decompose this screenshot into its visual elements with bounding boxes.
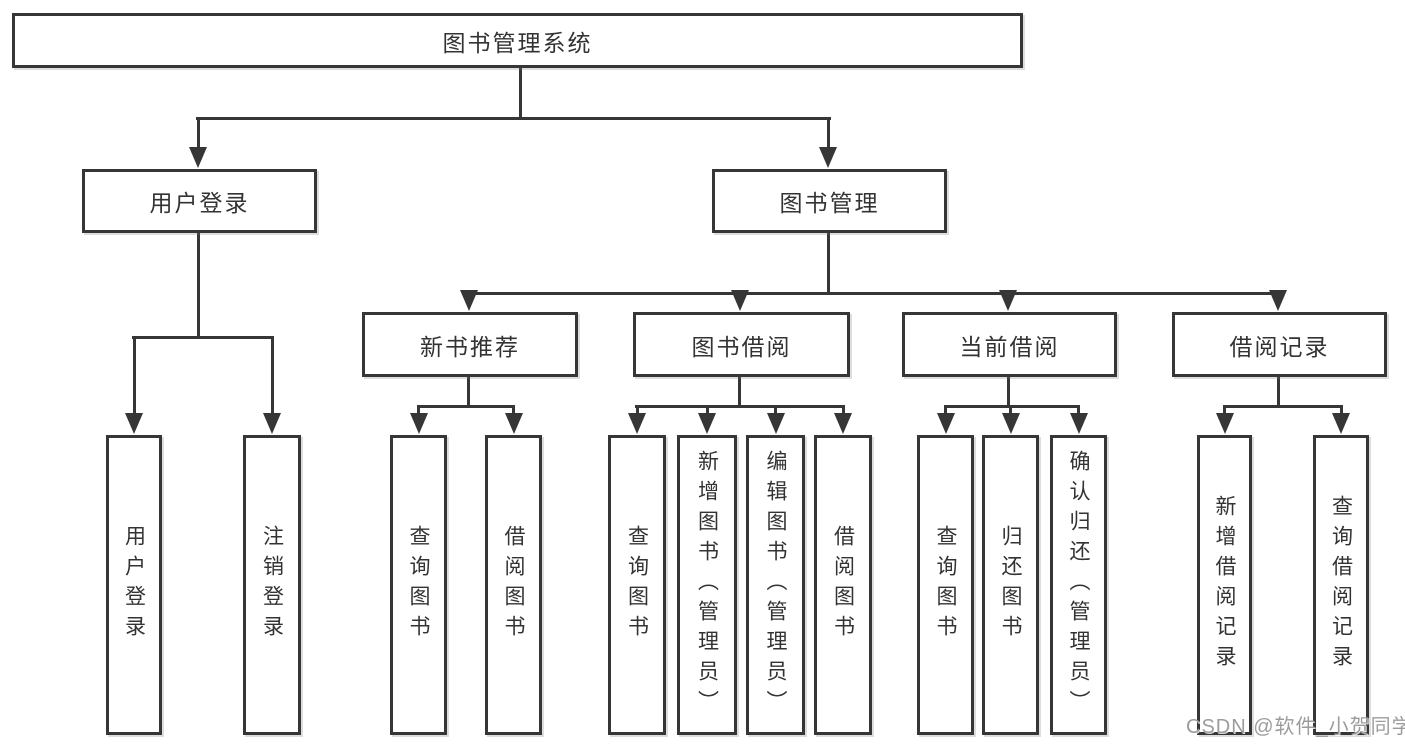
arrowhead-icon — [504, 413, 523, 434]
connector-line — [1007, 374, 1010, 408]
connector-line — [827, 232, 830, 295]
arrowhead-icon — [1332, 413, 1350, 434]
arrowhead-icon — [1269, 290, 1287, 311]
connector-line — [270, 336, 274, 418]
watermark: CSDN @软件_小贺同学 — [1186, 716, 1405, 738]
node-borrowing-records: 借阅记录 — [1172, 312, 1387, 377]
connector-line — [467, 292, 1280, 295]
node-label: 查询借阅记录 — [1329, 495, 1353, 675]
node-label: 查询图书 — [625, 525, 649, 645]
leaf-user-login: 用户登录 — [106, 435, 162, 735]
connector-line — [196, 117, 200, 152]
leaf-query-borrow-record: 查询借阅记录 — [1313, 435, 1369, 735]
connector-line — [774, 405, 777, 418]
node-user-login: 用户登录 — [82, 169, 317, 233]
node-label: 新书推荐 — [420, 333, 520, 360]
arrowhead-icon — [936, 413, 955, 434]
node-label: 当前借阅 — [959, 333, 1060, 360]
node-label: 图书管理系统 — [442, 29, 593, 56]
node-label: 借阅图书 — [502, 525, 525, 645]
node-label: 借阅图书 — [831, 525, 855, 645]
node-current-borrowing: 当前借阅 — [902, 312, 1117, 377]
connector-line — [197, 232, 200, 338]
connector-line — [1009, 405, 1012, 418]
connector-line — [826, 117, 830, 152]
arrowhead-icon — [731, 290, 749, 311]
node-label: 确认归还（管理员） — [1067, 450, 1090, 720]
connector-line — [417, 405, 420, 418]
arrowhead-icon — [698, 413, 716, 434]
connector-line — [635, 405, 844, 408]
node-root-library-management-system: 图书管理系统 — [12, 13, 1023, 68]
arrowhead-icon — [1001, 413, 1020, 434]
arrowhead-icon — [189, 147, 207, 168]
connector-line — [1223, 405, 1342, 408]
leaf-query-books-3: 查询图书 — [917, 435, 974, 735]
node-label: 查询图书 — [934, 525, 957, 645]
connector-line — [944, 405, 947, 418]
node-label: 新增借阅记录 — [1213, 495, 1236, 675]
connector-line — [417, 405, 515, 408]
arrowhead-icon — [999, 290, 1017, 311]
arrowhead-icon — [409, 413, 428, 434]
node-book-borrowing: 图书借阅 — [633, 312, 850, 377]
arrowhead-icon — [1215, 413, 1234, 434]
node-label: 编辑图书（管理员） — [764, 450, 787, 720]
arrowhead-icon — [263, 413, 281, 434]
leaf-edit-books-admin: 编辑图书（管理员） — [746, 435, 805, 735]
leaf-borrow-books-1: 借阅图书 — [485, 435, 542, 735]
arrowhead-icon — [1069, 413, 1088, 434]
connector-line — [1277, 374, 1280, 408]
node-new-book-recommend: 新书推荐 — [362, 312, 578, 377]
node-label: 归还图书 — [999, 525, 1022, 645]
connector-line — [944, 405, 1080, 408]
leaf-add-books-admin: 新增图书（管理员） — [677, 435, 737, 735]
node-label: 用户登录 — [149, 190, 250, 216]
node-book-management: 图书管理 — [712, 169, 947, 233]
connector-line — [519, 67, 522, 119]
connector-line — [635, 405, 639, 418]
leaf-query-books-1: 查询图书 — [390, 435, 447, 735]
connector-line — [1077, 405, 1080, 418]
connector-line — [1339, 405, 1343, 418]
node-label: 新增图书（管理员） — [695, 450, 719, 720]
arrowhead-icon — [628, 413, 646, 434]
leaf-confirm-return-admin: 确认归还（管理员） — [1050, 435, 1107, 735]
leaf-return-books: 归还图书 — [982, 435, 1039, 735]
connector-line — [196, 117, 831, 120]
arrowhead-icon — [819, 147, 837, 168]
leaf-query-books-2: 查询图书 — [608, 435, 666, 735]
arrowhead-icon — [766, 413, 785, 434]
leaf-logout: 注销登录 — [243, 435, 301, 735]
leaf-borrow-books-2: 借阅图书 — [814, 435, 872, 735]
node-label: 用户登录 — [122, 525, 146, 645]
arrowhead-icon — [459, 290, 478, 311]
node-label: 注销登录 — [260, 525, 284, 645]
node-label: 借阅记录 — [1229, 333, 1330, 360]
leaf-add-borrow-record: 新增借阅记录 — [1197, 435, 1252, 735]
node-label: 图书借阅 — [691, 333, 792, 360]
connector-line — [467, 374, 470, 408]
connector-line — [738, 374, 741, 408]
connector-line — [512, 405, 515, 418]
connector-line — [841, 405, 845, 418]
connector-line — [705, 405, 709, 418]
connector-line — [1223, 405, 1226, 418]
node-label: 图书管理 — [779, 190, 880, 216]
node-label: 查询图书 — [407, 525, 430, 645]
connector-line — [132, 336, 136, 418]
connector-line — [132, 336, 274, 339]
arrowhead-icon — [834, 413, 852, 434]
arrowhead-icon — [125, 413, 143, 434]
